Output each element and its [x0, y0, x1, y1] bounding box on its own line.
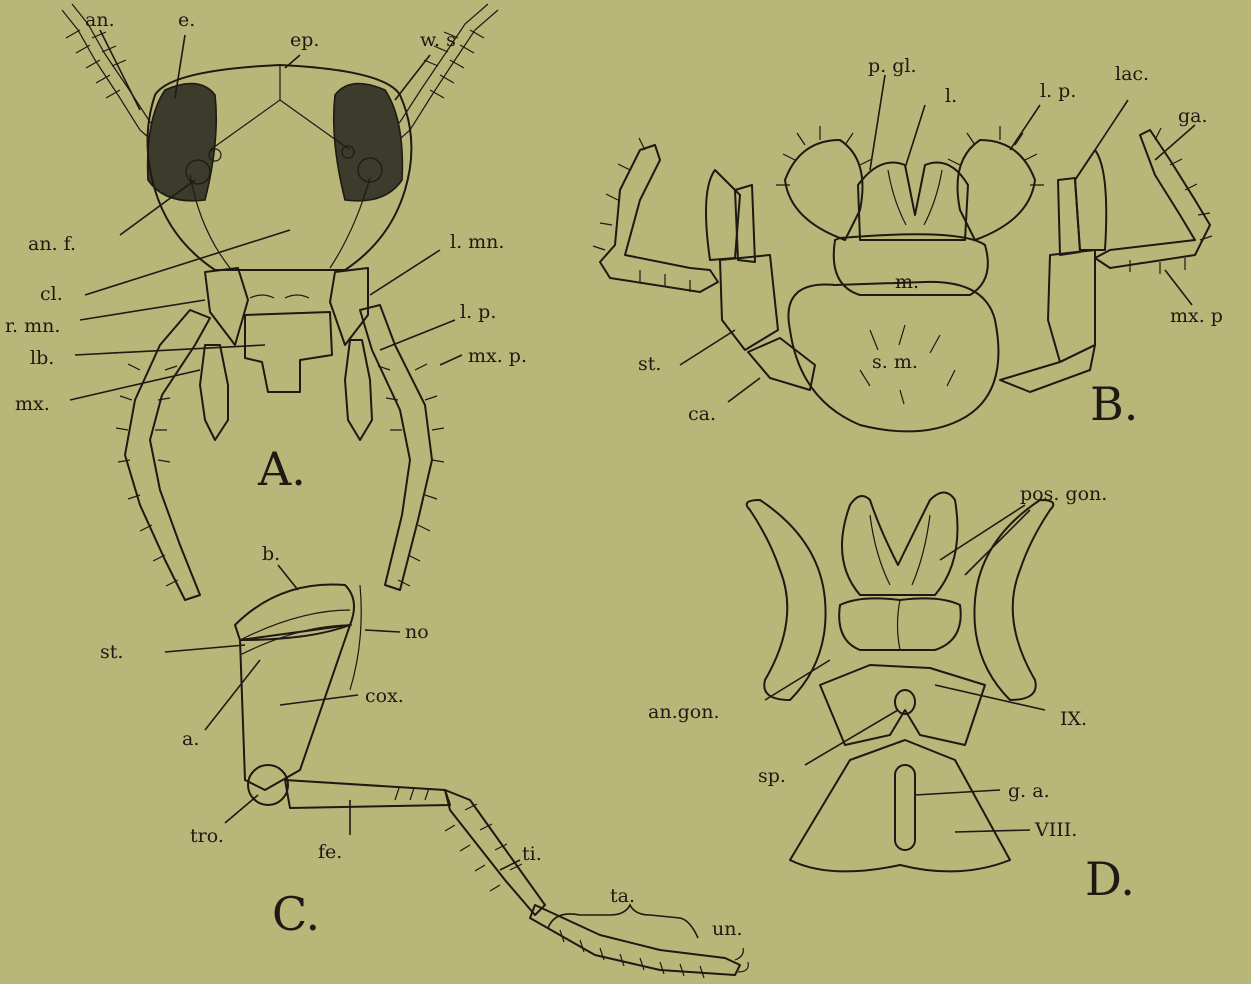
- label-lmn: l. mn.: [450, 231, 504, 253]
- label-tro: tro.: [190, 825, 224, 847]
- panel-b-mouthparts-diagram: p. gl. l. l. p. lac. ga. m. mx. p st. s.…: [593, 55, 1223, 431]
- label-mxp: mx. p.: [468, 345, 527, 367]
- label-ga-d: g. a.: [1008, 780, 1050, 802]
- label-ta: ta.: [610, 885, 635, 907]
- panel-letter-c: C.: [272, 887, 320, 941]
- label-lb: lb.: [30, 347, 54, 369]
- label-ga-b: ga.: [1178, 105, 1208, 127]
- label-st-c: st.: [100, 641, 123, 663]
- label-ep: ep.: [290, 29, 319, 51]
- label-sm: s. m.: [872, 351, 918, 373]
- label-mx: mx.: [15, 393, 50, 415]
- label-l: l.: [945, 85, 957, 107]
- label-a: a.: [182, 728, 199, 750]
- label-posgon: pos. gon.: [1020, 483, 1107, 505]
- label-an: an.: [85, 9, 115, 31]
- label-lac: lac.: [1115, 63, 1149, 85]
- panel-letter-d: D.: [1085, 852, 1135, 906]
- label-mxp-b: mx. p: [1170, 305, 1223, 327]
- label-fe: fe.: [318, 841, 342, 863]
- label-angon: an.gon.: [648, 701, 719, 723]
- label-cox: cox.: [365, 685, 404, 707]
- panel-a-head-diagram: an. e. ep. w. s an. f. cl. l. mn. r. mn.…: [5, 4, 527, 600]
- label-ti: ti.: [522, 843, 542, 865]
- label-sp: sp.: [758, 765, 786, 787]
- panel-c-leg-diagram: b. st. no cox. a. tro. fe. ti. ta. un. C…: [100, 543, 748, 978]
- label-no: no: [405, 621, 429, 643]
- label-ws: w. s: [420, 29, 456, 51]
- genital-aperture: [895, 765, 915, 850]
- label-un: un.: [712, 918, 743, 940]
- panel-letter-a: A.: [257, 442, 306, 496]
- label-lp: l. p.: [460, 301, 496, 323]
- label-viii: VIII.: [1034, 819, 1077, 841]
- label-ix: IX.: [1060, 708, 1087, 730]
- label-e: e.: [178, 9, 195, 31]
- compound-eye-left: [148, 84, 217, 201]
- label-anf: an. f.: [28, 233, 76, 255]
- label-lp-b: l. p.: [1040, 80, 1076, 102]
- panel-letter-b: B.: [1090, 377, 1138, 431]
- label-cl: cl.: [40, 283, 63, 305]
- label-b: b.: [262, 543, 280, 565]
- label-pgl: p. gl.: [868, 55, 917, 77]
- panel-d-genitalia-diagram: pos. gon. an.gon. IX. sp. g. a. VIII. D.: [648, 483, 1135, 906]
- label-rmn: r. mn.: [5, 315, 60, 337]
- label-st-b: st.: [638, 353, 661, 375]
- label-ca: ca.: [688, 403, 716, 425]
- label-m: m.: [895, 271, 919, 293]
